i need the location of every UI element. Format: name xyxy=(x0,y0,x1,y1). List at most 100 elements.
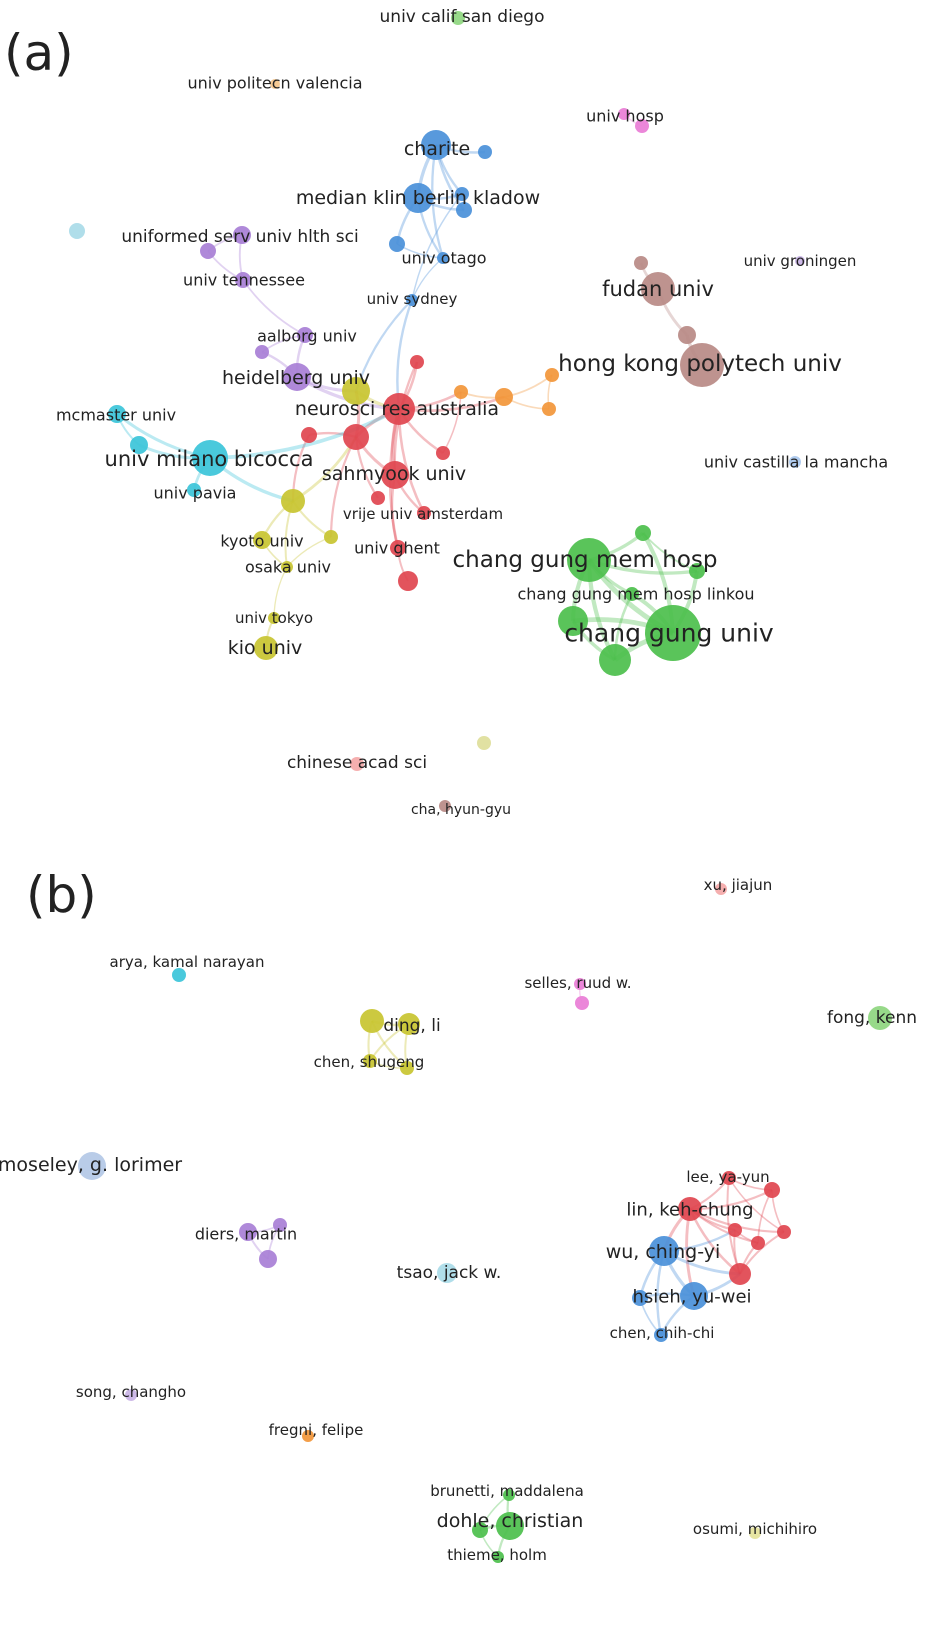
network-node xyxy=(187,483,201,497)
network-node xyxy=(192,440,228,476)
network-node xyxy=(728,1223,742,1237)
node-label: chang gung mem hosp linkou xyxy=(517,585,754,604)
network-node xyxy=(455,187,469,201)
network-node xyxy=(777,1225,791,1239)
network-node xyxy=(270,79,280,89)
node-label: univ tokyo xyxy=(235,609,313,627)
network-node xyxy=(130,436,148,454)
network-link xyxy=(242,279,306,336)
network-node xyxy=(454,385,468,399)
network-node xyxy=(478,145,492,159)
node-label: univ sydney xyxy=(367,290,458,308)
network-link xyxy=(411,193,463,301)
node-label: univ pavia xyxy=(154,484,237,503)
panel-a-label: (a) xyxy=(4,24,74,82)
network-node xyxy=(421,130,451,160)
network-node xyxy=(722,1171,736,1185)
network-node xyxy=(751,1236,765,1250)
node-label: lee, ya-yun xyxy=(686,1168,769,1186)
node-label: chang gung univ xyxy=(564,619,774,648)
node-label: heidelberg univ xyxy=(222,367,370,389)
network-node xyxy=(764,1182,780,1198)
network-node xyxy=(400,1061,414,1075)
network-node xyxy=(477,736,491,750)
node-label: aalborg univ xyxy=(257,327,357,346)
network-node xyxy=(689,563,705,579)
node-label: chen, shugeng xyxy=(314,1053,425,1071)
network-node xyxy=(239,1223,257,1241)
node-label: vrije univ amsterdam xyxy=(343,505,503,523)
network-node xyxy=(410,355,424,369)
network-link xyxy=(209,407,400,460)
network-node xyxy=(542,402,556,416)
network-node xyxy=(715,883,727,895)
node-label: diers, martin xyxy=(195,1225,297,1244)
node-label: univ milano bicocca xyxy=(105,447,314,471)
network-node xyxy=(495,388,513,406)
node-label: osaka univ xyxy=(245,558,331,577)
network-node xyxy=(389,236,405,252)
network-node xyxy=(253,531,271,549)
network-node xyxy=(635,119,649,133)
node-label: hsieh, yu-wei xyxy=(632,1287,751,1308)
network-node xyxy=(281,489,305,513)
node-label: lin, keh-chung xyxy=(626,1200,753,1221)
network-node xyxy=(634,256,648,270)
network-node xyxy=(439,800,451,812)
network-node xyxy=(654,1328,668,1342)
node-label: chinese acad sci xyxy=(287,753,427,773)
network-node xyxy=(398,1013,420,1035)
network-node xyxy=(283,363,311,391)
node-label: fregni, felipe xyxy=(269,1421,364,1439)
node-label: brunetti, maddalena xyxy=(430,1482,584,1500)
node-label: mcmaster univ xyxy=(56,406,176,425)
network-node xyxy=(678,1197,702,1221)
network-node xyxy=(599,644,631,676)
node-label: song, changho xyxy=(76,1383,186,1401)
network-node xyxy=(301,427,317,443)
network-node xyxy=(78,1152,106,1180)
node-label: kyoto univ xyxy=(220,532,303,551)
panel-b-nodes xyxy=(78,883,892,1563)
network-node xyxy=(172,968,186,982)
network-node xyxy=(342,377,370,405)
node-label: tsao, jack w. xyxy=(397,1263,502,1283)
network-node xyxy=(472,1522,488,1538)
node-label: univ tennessee xyxy=(183,271,305,290)
network-node xyxy=(436,446,450,460)
node-label: univ groningen xyxy=(744,252,857,270)
network-link xyxy=(757,1189,773,1244)
network-node xyxy=(403,183,433,213)
node-label: wu, ching-yi xyxy=(606,1241,721,1263)
node-label: thieme, holm xyxy=(447,1546,547,1564)
network-node xyxy=(255,345,269,359)
network-node xyxy=(503,1489,515,1501)
network-node xyxy=(371,491,385,505)
network-link xyxy=(728,1177,785,1233)
network-node xyxy=(680,343,724,387)
network-node xyxy=(437,252,449,264)
node-label: arya, kamal narayan xyxy=(110,953,265,971)
network-node xyxy=(398,571,418,591)
node-label: chen, chih-chi xyxy=(610,1324,715,1342)
network-node xyxy=(343,424,369,450)
network-node xyxy=(749,1527,761,1539)
panel-a-nodes xyxy=(69,11,805,812)
node-label: univ castilla la mancha xyxy=(704,453,888,472)
node-label: charite xyxy=(404,138,470,160)
node-label: kio univ xyxy=(228,637,303,659)
network-node xyxy=(125,1389,137,1401)
node-label: neurosci res australia xyxy=(295,398,499,420)
node-label: xu, jiajun xyxy=(704,876,773,894)
node-label: sahmyook univ xyxy=(322,463,466,485)
node-label: moseley, g. lorimer xyxy=(0,1154,182,1176)
node-label: chang gung mem hosp xyxy=(453,547,718,573)
network-node xyxy=(69,223,85,239)
network-node xyxy=(406,294,418,306)
node-label: univ politecn valencia xyxy=(187,74,362,93)
network-node xyxy=(558,606,588,636)
node-label: osumi, michihiro xyxy=(693,1520,817,1538)
